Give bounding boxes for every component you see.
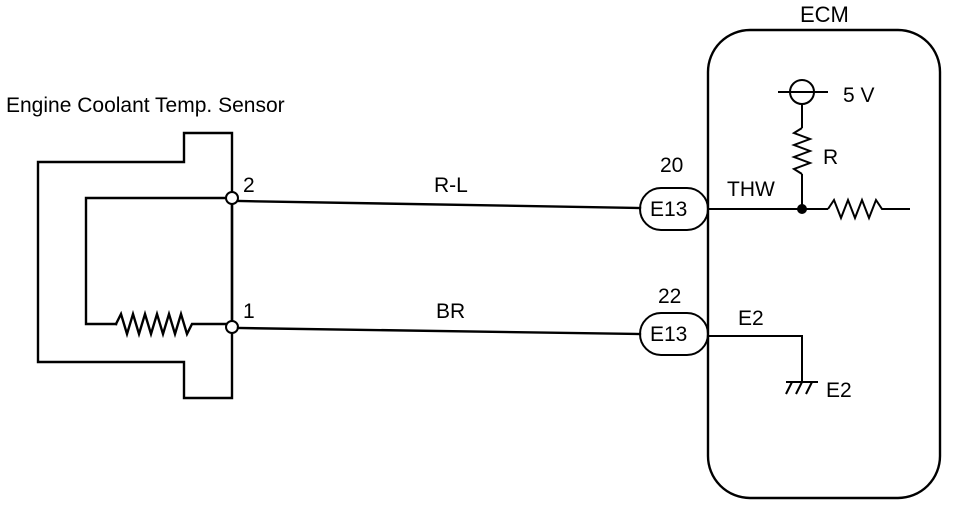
supply-voltage-label: 5 V: [843, 84, 875, 107]
sensor-pin-1-label: 1: [243, 300, 255, 323]
ecm-title: ECM: [800, 2, 849, 27]
wire-color-r-l: R-L: [434, 174, 468, 197]
ground-hatch-3: [805, 381, 813, 395]
thw-junction: [797, 204, 807, 214]
e2-terminal-label: E2: [738, 307, 764, 330]
connector-lower-code: E13: [650, 323, 687, 346]
internal-resistor: [827, 197, 910, 221]
connector-upper-code: E13: [650, 198, 687, 221]
connector-upper-pin: 20: [660, 154, 683, 177]
pullup-resistor: [791, 127, 813, 175]
wire-color-br: BR: [436, 300, 465, 323]
sensor-terminal-2: [225, 191, 239, 205]
e2-ground-label: E2: [826, 379, 852, 402]
wire-br: [236, 326, 642, 336]
thw-label: THW: [727, 178, 775, 201]
ecm-box: [706, 28, 942, 500]
sensor-pin-2-label: 2: [243, 174, 255, 197]
wire-r-l: [236, 199, 642, 210]
sensor-thermistor: [114, 309, 234, 339]
e2-ground-line: [708, 335, 803, 382]
connector-lower-pin: 22: [658, 285, 681, 308]
pullup-resistor-label: R: [823, 146, 838, 169]
sensor-internal-upper-wire: [84, 196, 234, 326]
sensor-terminal-1: [225, 320, 239, 334]
sensor-title: Engine Coolant Temp. Sensor: [6, 94, 285, 117]
sensor-housing: [36, 131, 234, 400]
ground-hatch-1: [785, 381, 793, 395]
ground-hatch-2: [795, 381, 803, 395]
